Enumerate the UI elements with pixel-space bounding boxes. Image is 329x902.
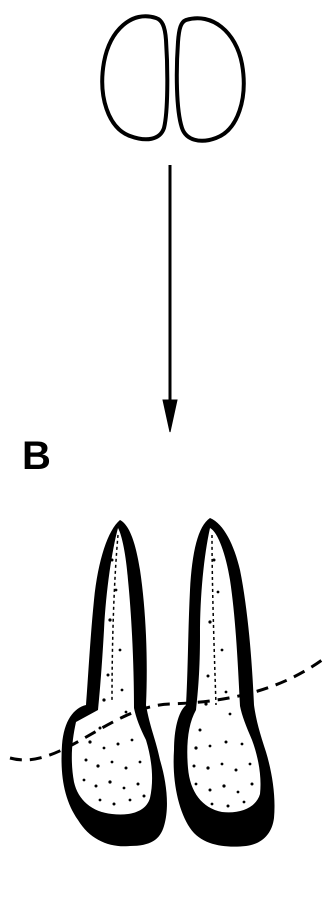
crown-outlines	[102, 16, 243, 141]
left-crown-outline	[102, 16, 167, 139]
dashed-reference-curve	[10, 660, 322, 760]
right-crown-outline	[177, 18, 244, 141]
left-tooth-section	[62, 520, 167, 846]
panel-label: B	[22, 436, 51, 476]
right-tooth-section	[174, 518, 275, 847]
arrow-head	[163, 400, 177, 432]
down-arrow	[163, 165, 177, 432]
